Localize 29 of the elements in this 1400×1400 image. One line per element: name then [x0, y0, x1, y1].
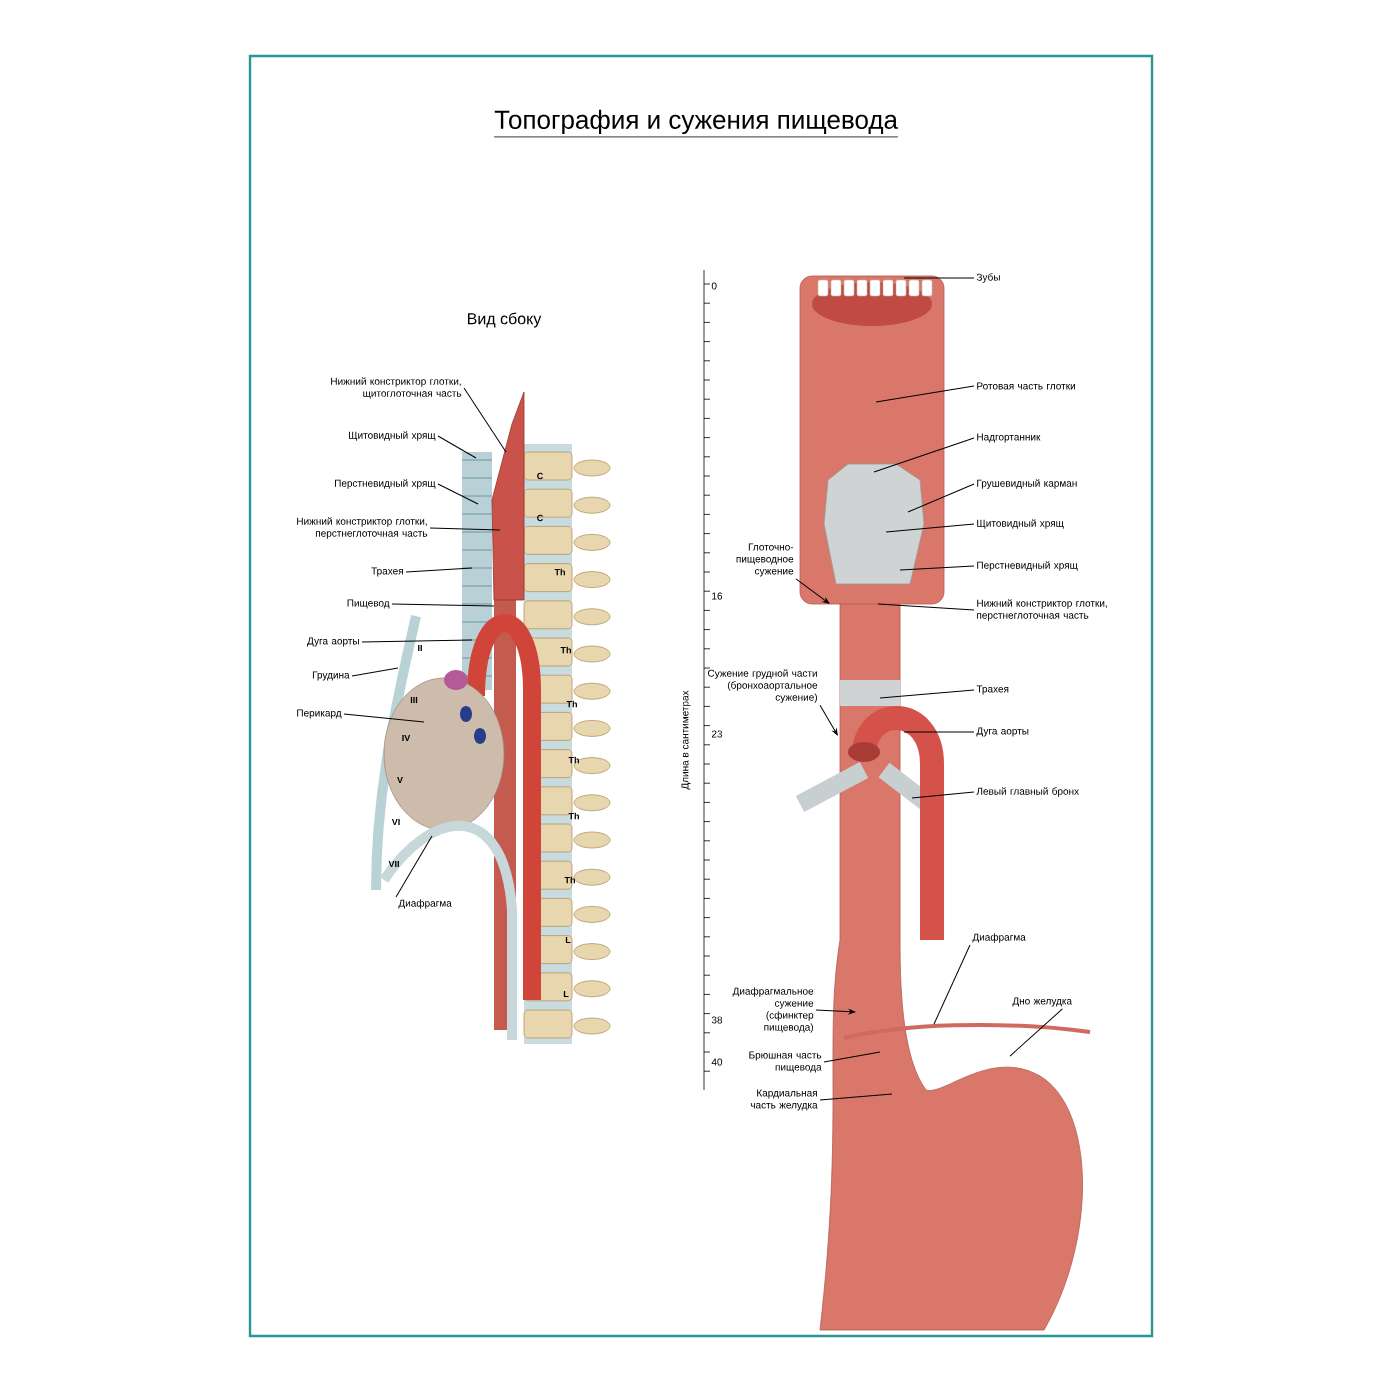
- leader-line: [395, 835, 433, 898]
- leader-line: [819, 1093, 893, 1101]
- leader-line: [885, 523, 975, 533]
- leader-line: [351, 667, 399, 677]
- leader-line: [877, 603, 975, 611]
- leader-line: [437, 435, 477, 459]
- leader-line: [899, 565, 975, 571]
- leader-line: [875, 385, 975, 403]
- leader-line: [391, 603, 495, 607]
- leader-line: [879, 689, 975, 699]
- leader-line: [911, 791, 975, 799]
- arrow: [795, 578, 830, 604]
- leader-line: [907, 483, 975, 513]
- leader-line: [903, 277, 975, 279]
- leader-line: [361, 639, 473, 643]
- view-heading: Вид сбоку: [468, 312, 542, 328]
- leader-line: [873, 437, 975, 473]
- title: Топография и сужения пищевода: [493, 109, 899, 138]
- leader-line: [437, 483, 479, 505]
- arrow: [819, 704, 838, 736]
- leader-line: [933, 944, 971, 1025]
- leader-line: [343, 713, 425, 723]
- leader-line: [823, 1051, 881, 1063]
- leader-line: [463, 387, 507, 453]
- leader-line: [1009, 1008, 1063, 1057]
- leader-line: [903, 731, 975, 733]
- leader-line: [405, 567, 473, 573]
- arrow: [815, 1009, 856, 1015]
- leader-line: [429, 527, 501, 531]
